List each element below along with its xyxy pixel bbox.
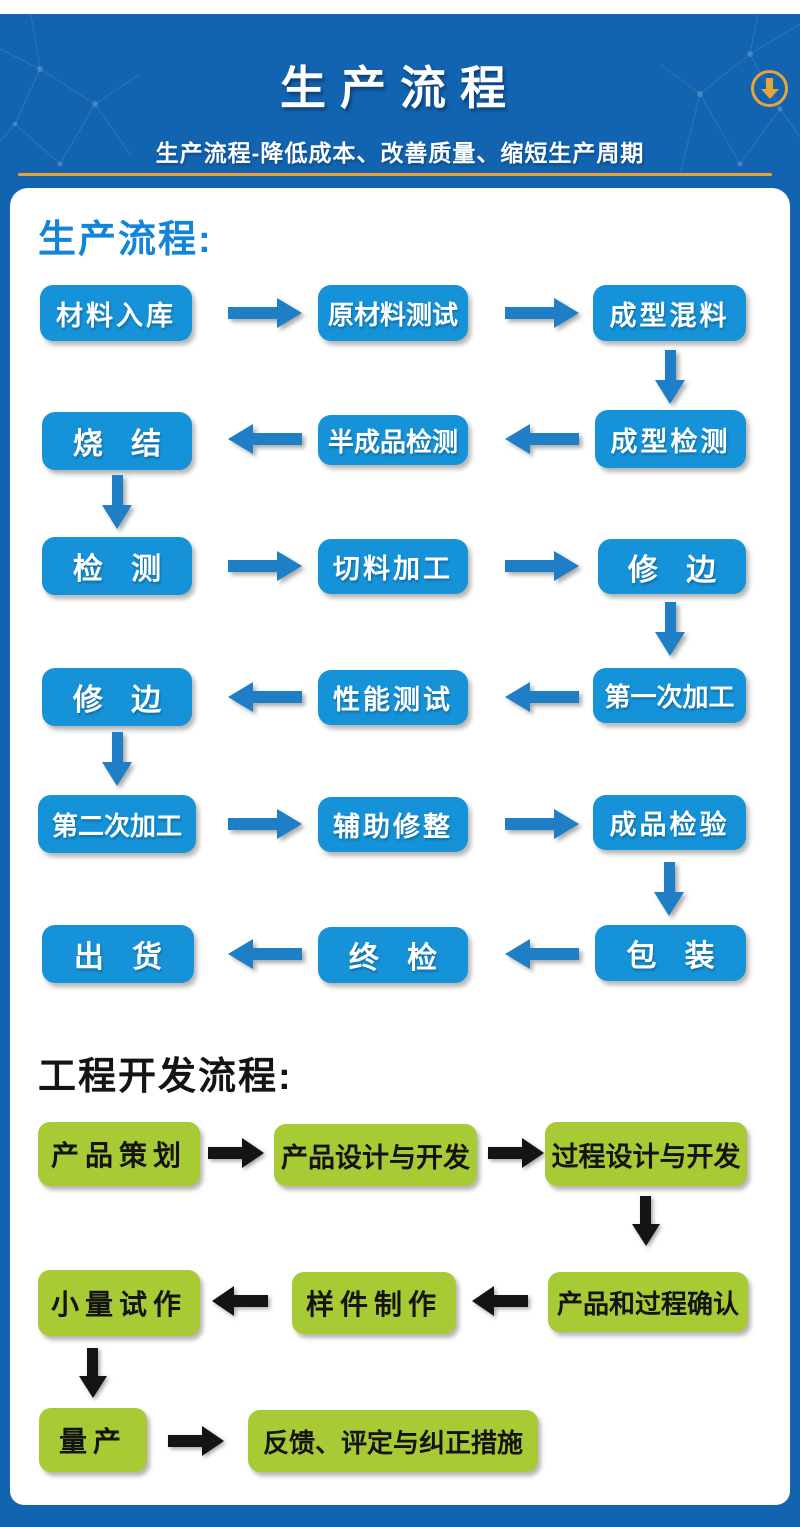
engineering-step: 产品和过程确认 xyxy=(548,1272,748,1332)
engineering-step: 产品设计与开发 xyxy=(274,1124,477,1186)
arrow-right-icon xyxy=(505,809,579,839)
engineering-step: 量产 xyxy=(39,1408,147,1472)
production-step: 包 装 xyxy=(595,925,746,981)
page-subtitle: 生产流程-降低成本、改善质量、缩短生产周期 xyxy=(155,140,645,166)
arrow-right-icon xyxy=(208,1138,264,1168)
arrow-left-icon xyxy=(228,939,302,969)
production-step: 辅助修整 xyxy=(318,797,468,852)
production-flow-heading: 生产流程: xyxy=(38,219,213,261)
arrow-left-icon xyxy=(505,682,579,712)
arrow-down-icon xyxy=(79,1348,107,1398)
arrow-down-icon xyxy=(102,732,132,786)
engineering-step: 小量试作 xyxy=(38,1270,200,1336)
production-step: 半成品检测 xyxy=(318,415,468,465)
production-step: 第二次加工 xyxy=(38,795,196,853)
arrow-right-icon xyxy=(228,809,302,839)
engineering-step: 过程设计与开发 xyxy=(545,1122,747,1186)
arrow-right-icon xyxy=(168,1426,224,1456)
header: 生产流程 生产流程-降低成本、改善质量、缩短生产周期 xyxy=(0,14,800,188)
arrow-down-icon xyxy=(655,602,685,656)
production-step: 材料入库 xyxy=(40,285,192,341)
production-step: 成型混料 xyxy=(593,285,746,341)
production-step: 成品检验 xyxy=(593,795,746,850)
arrow-left-icon xyxy=(505,424,579,454)
arrow-left-icon xyxy=(472,1286,528,1316)
arrow-right-icon xyxy=(505,551,579,581)
production-step: 原材料测试 xyxy=(318,285,468,341)
production-step: 性能测试 xyxy=(318,670,468,725)
production-step: 检 测 xyxy=(42,537,192,595)
arrow-right-icon xyxy=(488,1138,544,1168)
content-panel: 生产流程: 材料入库 原材料测试 成型混料 烧 结 半成品检测 成型检测 检 测… xyxy=(10,188,790,1505)
production-step: 出 货 xyxy=(42,925,194,983)
production-step: 切料加工 xyxy=(318,539,468,594)
engineering-step: 反馈、评定与纠正措施 xyxy=(248,1410,538,1472)
production-step: 成型检测 xyxy=(595,410,746,468)
arrow-right-icon xyxy=(228,298,302,328)
production-step: 烧 结 xyxy=(42,412,192,470)
page-title: 生产流程 xyxy=(280,62,520,114)
engineering-step: 样件制作 xyxy=(292,1272,456,1334)
arrow-left-icon xyxy=(212,1286,268,1316)
scroll-down-icon xyxy=(751,70,788,107)
production-step: 修 边 xyxy=(42,668,192,726)
arrow-down-icon xyxy=(654,862,684,916)
arrow-left-icon xyxy=(228,682,302,712)
arrow-right-icon xyxy=(505,298,579,328)
production-step: 终 检 xyxy=(318,927,468,983)
production-step: 第一次加工 xyxy=(593,668,746,723)
arrow-left-icon xyxy=(228,424,302,454)
arrow-right-icon xyxy=(228,551,302,581)
arrow-left-icon xyxy=(505,939,579,969)
arrow-down-icon xyxy=(102,475,132,529)
production-step: 修 边 xyxy=(598,539,746,594)
arrow-down-icon xyxy=(655,350,685,404)
arrow-down-icon xyxy=(632,1196,660,1246)
top-white-strip xyxy=(0,0,800,14)
page-frame: 生产流程 生产流程-降低成本、改善质量、缩短生产周期 生产流程: 材料入库 原材… xyxy=(0,14,800,1527)
engineering-flow-heading: 工程开发流程: xyxy=(38,1056,293,1098)
gold-divider xyxy=(18,173,772,176)
engineering-step: 产品策划 xyxy=(38,1122,200,1186)
